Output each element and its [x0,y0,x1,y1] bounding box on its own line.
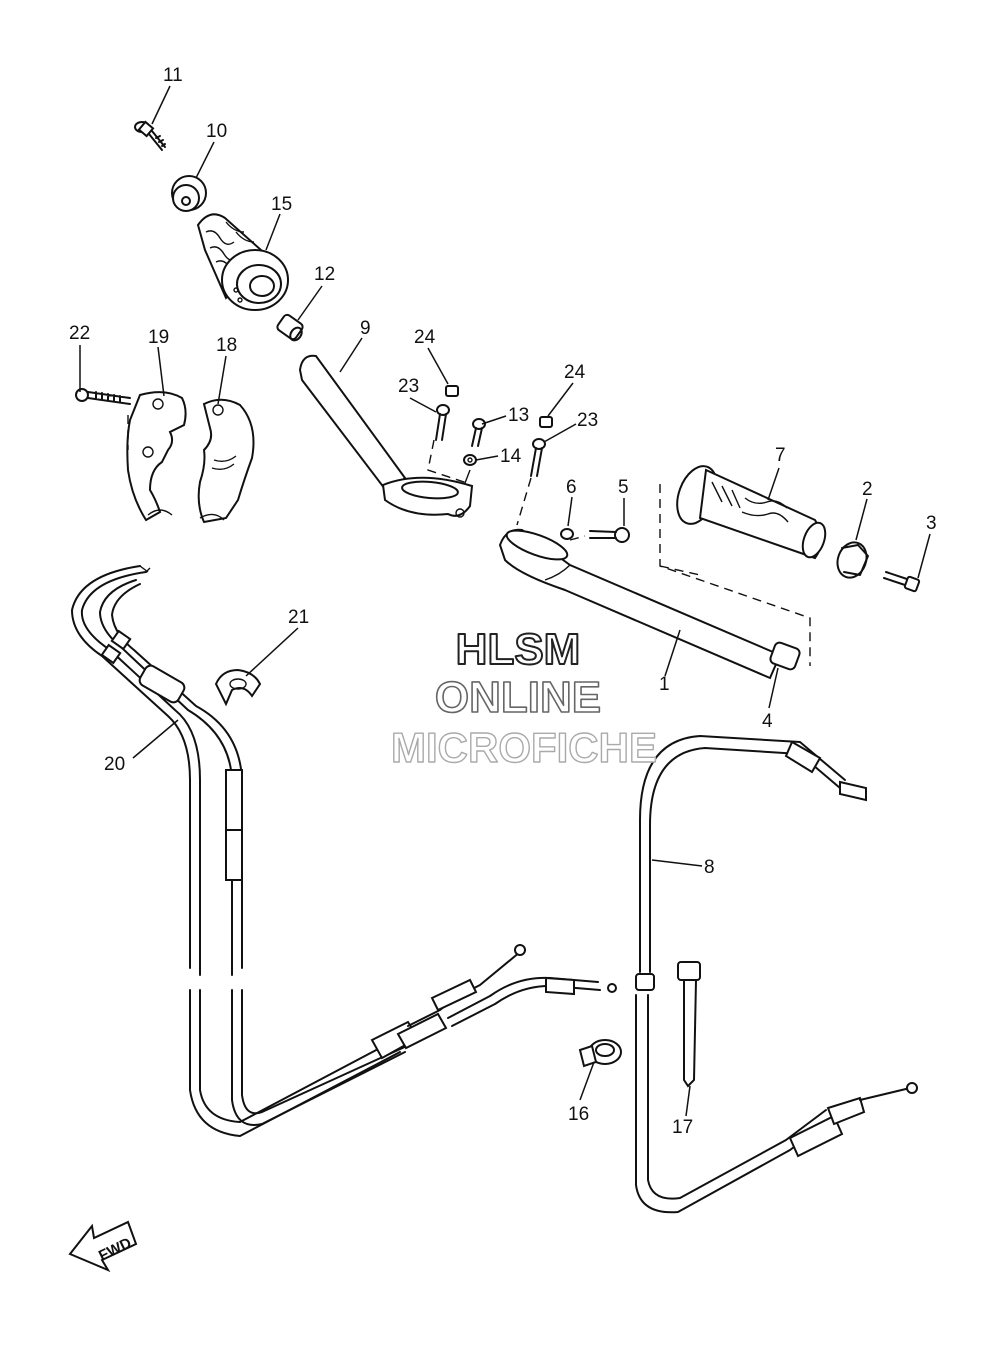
callout-8[interactable]: 8 [704,857,715,878]
part-12-collar[interactable] [276,313,304,342]
callout-21[interactable]: 21 [288,607,309,628]
part-11-bolt[interactable] [134,120,166,151]
callout-2[interactable]: 2 [862,479,873,500]
callout-15[interactable]: 15 [271,194,292,215]
callout-20[interactable]: 20 [104,754,125,775]
part-23-bolt[interactable] [435,404,450,441]
callout-1[interactable]: 1 [659,674,670,695]
part-19-switch-housing-upper[interactable] [126,391,187,522]
part-13-bolt[interactable] [471,418,486,447]
callout-16[interactable]: 16 [568,1104,589,1125]
fwd-arrow-icon: FWD [68,1220,138,1273]
callout-13[interactable]: 13 [508,405,529,426]
callout-5[interactable]: 5 [618,477,629,498]
part-23-bolt-right[interactable] [530,438,546,477]
callout-24-left[interactable]: 24 [414,327,436,348]
part-5-bolt[interactable] [589,527,630,543]
part-22-screw[interactable] [75,388,131,405]
callout-numbers: 11 10 15 12 9 22 19 18 24 23 13 14 24 23… [69,65,937,1138]
part-20-throttle-cables[interactable] [71,565,617,1137]
callout-22[interactable]: 22 [69,323,90,344]
callout-14[interactable]: 14 [500,446,522,467]
part-9-left-handlebar[interactable] [298,354,474,518]
part-14-washer[interactable] [463,454,477,466]
part-3-bolt[interactable] [883,571,921,593]
callout-23-left[interactable]: 23 [398,376,419,397]
callout-3[interactable]: 3 [926,513,937,534]
callout-12[interactable]: 12 [314,264,335,285]
watermark-line-2: ONLINE [435,673,601,722]
part-8-clutch-cable[interactable] [635,735,918,1214]
leader-lines [79,85,931,1117]
watermark-line-3: MICROFICHE [391,724,657,771]
watermark-line-1: HLSM [456,625,581,674]
callout-17[interactable]: 17 [672,1117,693,1138]
part-16-clamp[interactable] [578,1039,622,1068]
callout-9[interactable]: 9 [360,318,371,339]
part-7-right-grip[interactable] [670,461,830,561]
part-2-bar-end[interactable] [833,538,872,581]
callout-19[interactable]: 19 [148,327,169,348]
part-24-nut-right[interactable] [539,416,553,428]
callout-24-right[interactable]: 24 [564,362,586,383]
part-6-washer[interactable] [560,528,574,540]
callout-18[interactable]: 18 [216,335,237,356]
callout-11[interactable]: 11 [163,65,183,86]
part-18-switch-housing-lower[interactable] [197,398,255,524]
callout-4[interactable]: 4 [762,711,773,732]
part-24-nut[interactable] [445,385,459,397]
part-17-cable-tie[interactable] [677,961,701,1088]
part-1-right-handlebar[interactable] [498,525,782,680]
callout-10[interactable]: 10 [206,121,227,142]
watermark: HLSM ONLINE MICROFICHE [390,624,657,772]
part-21-cable-guide[interactable] [214,668,262,707]
callout-23-right[interactable]: 23 [577,410,598,431]
part-4-collar[interactable] [769,641,801,671]
part-15-throttle-grip[interactable] [196,213,289,311]
callout-7[interactable]: 7 [775,445,786,466]
part-10-bar-end-weight[interactable] [171,175,207,212]
callout-6[interactable]: 6 [566,477,577,498]
